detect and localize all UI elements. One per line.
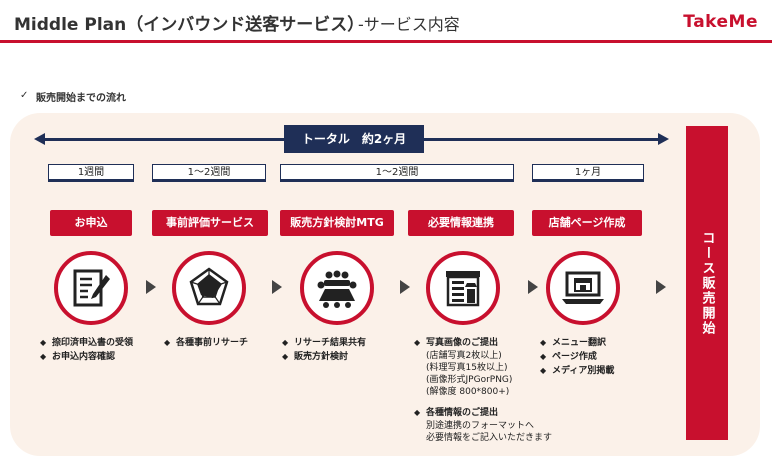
meeting-bullets: リサーチ結果共有 販売方針検討 <box>282 336 366 364</box>
list-item: メニュー翻訳 <box>540 336 614 350</box>
meeting-step-circle <box>300 251 374 325</box>
chevron-right-icon <box>528 280 538 294</box>
list-item: 各種事前リサーチ <box>164 336 248 350</box>
list-item: メディア別掲載 <box>540 364 614 378</box>
header: Middle Plan（インバウンド送客サービス） -サービス内容 TakeMe <box>0 0 772 44</box>
meeting-icon <box>317 270 357 308</box>
page-title: Middle Plan（インバウンド送客サービス） <box>14 15 365 35</box>
laptop-store-icon <box>562 271 604 304</box>
info-bullets: 写真画像のご提出 (店舗写真2枚以上) (料理写真15枚以上) (画像形式JPG… <box>414 336 552 444</box>
page-step-circle <box>546 251 620 325</box>
list-subitem: (画像形式JPGorPNG) <box>426 375 513 385</box>
header-divider <box>0 40 772 43</box>
chevron-right-icon <box>656 280 666 294</box>
list-item: ページ作成 <box>540 350 614 364</box>
list-item: リサーチ結果共有 <box>282 336 366 350</box>
document-pen-icon <box>73 269 110 307</box>
list-item: 捺印済申込書の受領 <box>40 336 133 350</box>
period-2: 1～2週間 <box>152 164 266 182</box>
list-subitem: (料理写真15枚以上) <box>426 363 508 373</box>
info-step-circle <box>426 251 500 325</box>
check-icon: ✓ <box>20 90 29 101</box>
total-duration-label: トータル 約2ヶ月 <box>284 125 424 153</box>
step-label-application: お申込 <box>50 210 132 236</box>
chevron-right-icon <box>400 280 410 294</box>
page-subtitle: -サービス内容 <box>358 15 460 34</box>
application-bullets: 捺印済申込書の受領 お申込内容確認 <box>40 336 133 364</box>
list-item: 各種情報のご提出 <box>414 406 552 420</box>
restaurant-menu-icon <box>446 271 480 307</box>
list-item: 販売方針検討 <box>282 350 366 364</box>
sales-start-banner: コース販売開始 <box>686 126 728 440</box>
period-3: 1～2週間 <box>280 164 514 182</box>
period-1: 1週間 <box>48 164 134 182</box>
chevron-right-icon <box>146 280 156 294</box>
list-subitem: 必要情報をご記入いただきます <box>426 433 553 443</box>
page-bullets: メニュー翻訳 ページ作成 メディア別掲載 <box>540 336 614 378</box>
timeline-arrow-left-icon <box>34 133 45 145</box>
evaluation-bullets: 各種事前リサーチ <box>164 336 248 350</box>
list-subitem: (店舗写真2枚以上) <box>426 351 502 361</box>
step-label-info: 必要情報連携 <box>408 210 514 236</box>
chevron-right-icon <box>272 280 282 294</box>
evaluation-step-circle <box>172 251 246 325</box>
list-subitem: 別途連携のフォーマットへ <box>426 421 535 431</box>
list-subitem: (解像度 800*800+) <box>426 387 510 397</box>
period-4: 1ヶ月 <box>532 164 644 182</box>
list-item: 写真画像のご提出 <box>414 336 552 350</box>
radar-chart-icon <box>189 267 229 306</box>
list-item: お申込内容確認 <box>40 350 133 364</box>
application-step-circle <box>54 251 128 325</box>
section-heading: 販売開始までの流れ <box>36 93 126 104</box>
step-label-page: 店舗ページ作成 <box>532 210 642 236</box>
timeline-arrow-right-icon <box>658 133 669 145</box>
takeme-logo: TakeMe <box>683 12 758 32</box>
step-label-meeting: 販売方針検討MTG <box>280 210 394 236</box>
step-label-evaluation: 事前評価サービス <box>152 210 268 236</box>
